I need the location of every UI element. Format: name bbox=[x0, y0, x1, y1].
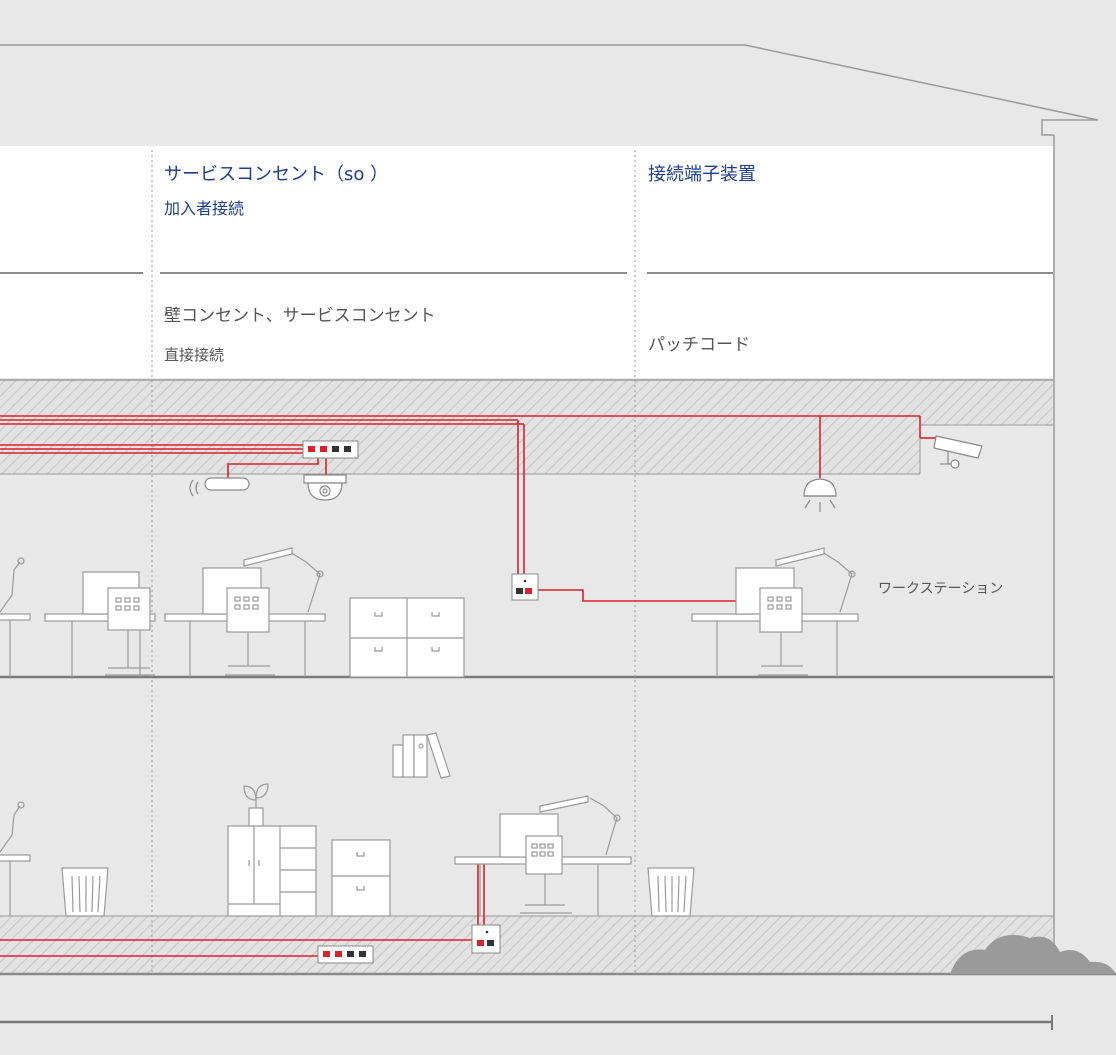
desk-left-lower bbox=[0, 801, 31, 916]
wall-outlet-upper bbox=[511, 573, 539, 601]
desk-workstation-2 bbox=[164, 547, 326, 677]
wall-outlet-title: 壁コンセント、サービスコンセント bbox=[164, 306, 436, 326]
books-icon bbox=[392, 732, 451, 779]
terminal-device-title: 接続端子装置 bbox=[648, 164, 756, 185]
roof bbox=[0, 44, 1099, 975]
patch-cord-label: パッチコード bbox=[648, 335, 750, 355]
patch-panel-ceiling bbox=[302, 440, 359, 459]
direct-connection-label: 直接接続 bbox=[164, 346, 225, 364]
ceiling-slab bbox=[0, 380, 1053, 474]
workstation-label: ワークステーション bbox=[878, 581, 1004, 597]
wifi-access-point-icon bbox=[189, 477, 250, 497]
desk-left-upper bbox=[0, 557, 31, 677]
trash-bin-right-icon bbox=[647, 867, 695, 917]
cabinet-lower bbox=[227, 825, 317, 917]
filing-cabinet-upper bbox=[349, 597, 465, 678]
label-panel bbox=[0, 146, 1053, 378]
desk-workstation-4 bbox=[454, 795, 632, 916]
patch-panel-floor bbox=[317, 945, 374, 964]
dome-camera-icon bbox=[303, 474, 347, 501]
desk-workstation-3 bbox=[691, 547, 859, 677]
bush bbox=[950, 934, 1116, 974]
floor-slab bbox=[0, 916, 1053, 974]
service-outlet-title: サービスコンセント（so ） bbox=[164, 164, 389, 185]
desk-workstation-1 bbox=[44, 571, 156, 677]
trash-bin-left-icon bbox=[61, 867, 109, 917]
drawer-unit-lower bbox=[331, 839, 391, 917]
subscriber-connection-label: 加入者接続 bbox=[164, 199, 245, 218]
ceiling-lamp-icon bbox=[803, 478, 837, 512]
floor-outlet bbox=[471, 924, 501, 954]
security-camera-icon bbox=[933, 435, 983, 469]
